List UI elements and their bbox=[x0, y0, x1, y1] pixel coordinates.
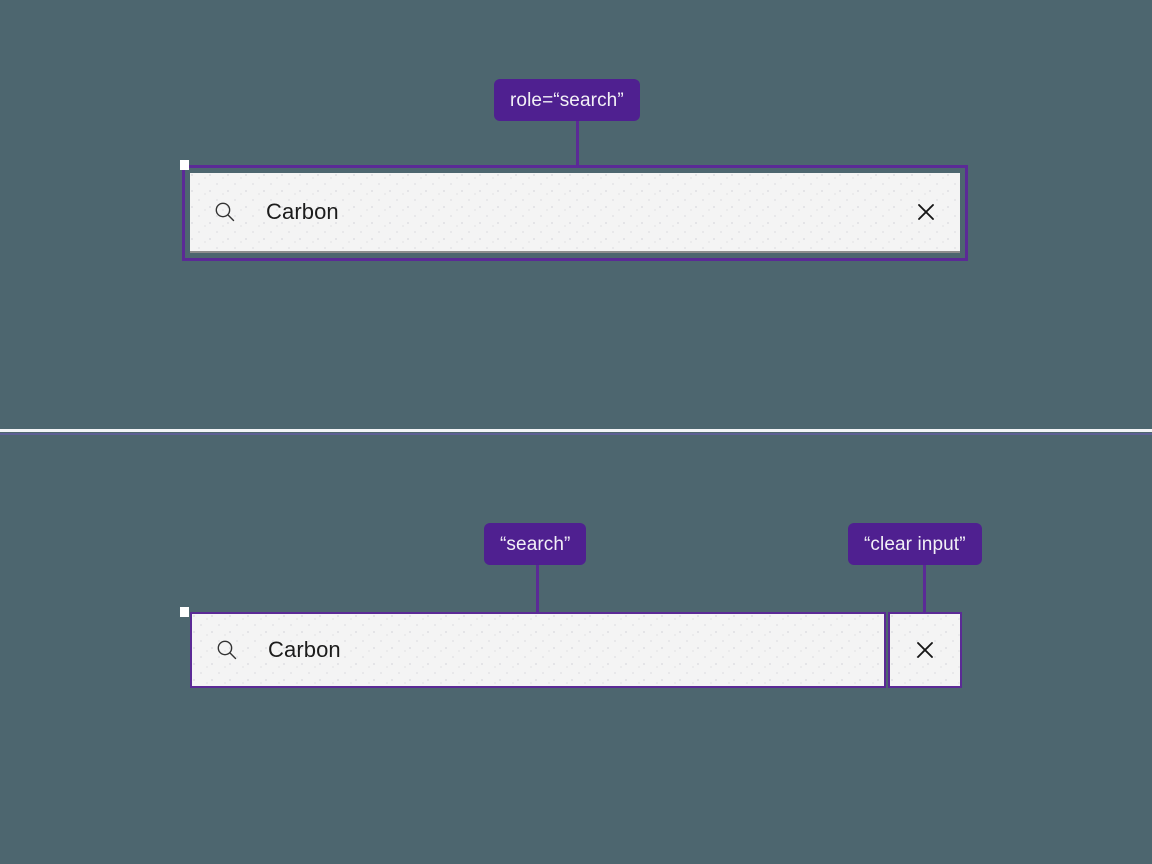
search-icon bbox=[212, 199, 238, 225]
annotation-connector-line bbox=[576, 121, 579, 168]
close-icon[interactable] bbox=[916, 202, 936, 222]
clear-input-button[interactable] bbox=[888, 612, 962, 688]
annotation-badge-clear-input: “clear input” bbox=[848, 523, 982, 565]
annotation-connector-line-clear bbox=[923, 565, 926, 615]
search-field-top[interactable]: Carbon bbox=[190, 173, 960, 253]
search-icon-bottom bbox=[214, 637, 240, 663]
selection-ring bbox=[182, 165, 968, 261]
search-input-value-top[interactable]: Carbon bbox=[266, 199, 339, 224]
resize-handle[interactable] bbox=[180, 160, 189, 170]
annotation-connector-line-search bbox=[536, 565, 539, 615]
close-icon-bottom[interactable] bbox=[915, 640, 935, 660]
annotation-badge-role-search: role=“search” bbox=[494, 79, 640, 121]
top-example-panel: role=“search” Carbon bbox=[0, 0, 1152, 430]
section-divider bbox=[0, 429, 1152, 432]
section-divider-accent bbox=[0, 433, 1152, 435]
resize-handle-bottom[interactable] bbox=[180, 607, 189, 617]
annotation-badge-search: “search” bbox=[484, 523, 587, 565]
search-input-value-bottom[interactable]: Carbon bbox=[268, 637, 341, 662]
search-field-bottom[interactable]: Carbon bbox=[190, 612, 886, 688]
